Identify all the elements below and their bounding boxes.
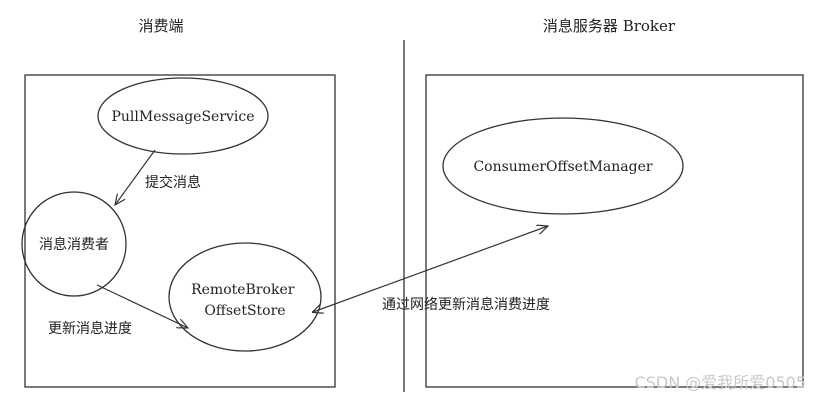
broker-section-title: 消息服务器 Broker — [543, 17, 676, 35]
network-update-label: 通过网络更新消息消费进度 — [382, 296, 550, 313]
submit-message-arrow — [115, 149, 156, 205]
message-consumer-node — [21, 191, 127, 297]
remote-broker-offset-store-label: RemoteBroker OffsetStore — [191, 282, 299, 319]
remote-broker-offset-store-line-2: OffsetStore — [204, 303, 285, 319]
submit-message-label: 提交消息 — [145, 174, 201, 191]
consumer-offset-manager-label: ConsumerOffsetManager — [473, 159, 652, 175]
message-consumer-label: 消息消费者 — [39, 236, 109, 253]
consumer-offset-manager-node — [442, 117, 684, 215]
consumer-section-title: 消费端 — [138, 17, 183, 35]
network-update-arrow — [313, 226, 548, 312]
csdn-watermark: CSDN @爱我所爱0505 — [635, 373, 806, 392]
broker-box — [425, 74, 804, 388]
pull-message-service-node — [97, 77, 269, 155]
pull-message-service-label: PullMessageService — [111, 109, 254, 125]
update-progress-arrow — [96, 284, 188, 328]
remote-broker-offset-store-line-1: RemoteBroker — [191, 282, 295, 298]
update-progress-label: 更新消息进度 — [48, 320, 132, 337]
